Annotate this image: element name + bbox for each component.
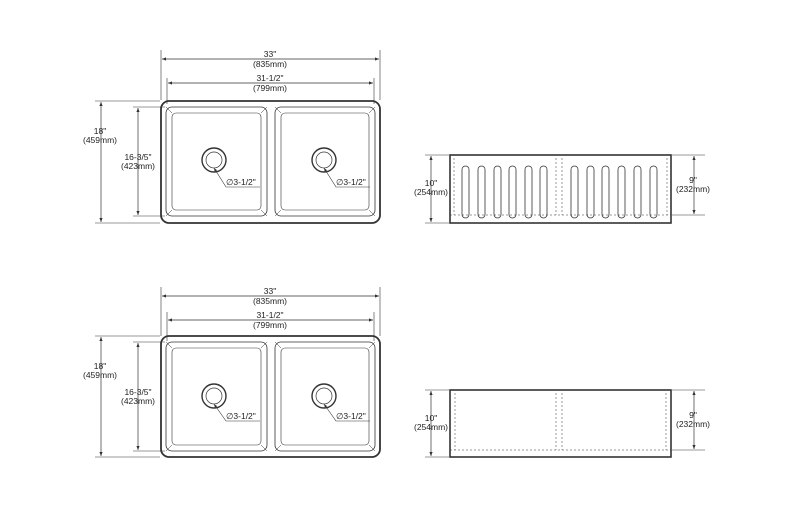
left-drain-label: ∅3-1/2"	[226, 177, 256, 187]
bowl-depth-mm-label: (423mm)	[121, 396, 155, 406]
inner-width-mm-label: (799mm)	[253, 320, 287, 330]
apron-flute	[477, 165, 486, 219]
inner-width-mm-label: (799mm)	[253, 83, 287, 93]
front-height-left-label: 10"	[425, 178, 437, 188]
right-bowl-inner	[280, 347, 370, 446]
inner-width-label: 31-1/2"	[256, 73, 283, 83]
inner-width-label: 31-1/2"	[256, 310, 283, 320]
sink-outline	[160, 335, 381, 458]
overall-depth-mm-label: (459mm)	[83, 135, 117, 145]
sink-outline	[160, 100, 381, 224]
right-drain-icon	[311, 383, 337, 409]
overall-depth-label: 18"	[94, 361, 106, 371]
apron-flute	[649, 165, 658, 219]
apron-flute	[601, 165, 610, 219]
right-drain-leader	[323, 403, 370, 422]
left-drain-label: ∅3-1/2"	[226, 411, 256, 421]
apron-flute	[586, 165, 595, 219]
overall-depth-mm-label: (459mm)	[83, 370, 117, 380]
left-bowl-inner	[171, 112, 262, 211]
right-drain-leader	[323, 167, 370, 188]
front-height-left-label: 10"	[425, 413, 437, 423]
apron-flute	[508, 165, 517, 219]
right-drain-label: ∅3-1/2"	[336, 177, 366, 187]
front-height-left-mm-label: (254mm)	[414, 422, 448, 432]
apron-flute	[524, 165, 533, 219]
apron-flute	[539, 165, 548, 219]
overall-width-mm-label: (835mm)	[253, 296, 287, 306]
bottom-plan-view: 33" (835mm) 31-1/2" (799mm) 18" (459mm) …	[83, 286, 381, 458]
bottom-front-view: 10" (254mm) 9" (232mm)	[414, 389, 710, 458]
right-bowl	[274, 341, 376, 452]
apron-front-outline	[449, 389, 672, 458]
front-height-right-label: 9"	[689, 175, 697, 185]
left-drain-icon	[201, 147, 227, 173]
front-height-right-label: 9"	[689, 410, 697, 420]
left-bowl-inner	[171, 347, 262, 446]
overall-width-mm-label: (835mm)	[253, 59, 287, 69]
bowl-depth-label: 16-3/5"	[124, 387, 151, 397]
right-drain-label: ∅3-1/2"	[336, 411, 366, 421]
right-bowl	[274, 106, 376, 217]
left-bowl	[165, 106, 268, 217]
top-front-view: 10" (254mm) 9" (232mm)	[414, 154, 710, 224]
apron-flute	[617, 165, 626, 219]
overall-width-label: 33"	[264, 49, 276, 59]
bowl-depth-mm-label: (423mm)	[121, 161, 155, 171]
top-plan-view: 33" (835mm) 31-1/2" (799mm) 18" (459mm) …	[83, 49, 381, 224]
right-bowl-inner	[280, 112, 370, 211]
apron-front-outline	[449, 154, 672, 224]
apron-flute	[633, 165, 642, 219]
right-drain-icon	[311, 147, 337, 173]
apron-flute	[570, 165, 579, 219]
left-drain-leader	[213, 403, 260, 422]
front-height-right-mm-label: (232mm)	[676, 184, 710, 194]
front-height-left-mm-label: (254mm)	[414, 187, 448, 197]
apron-flute	[493, 165, 502, 219]
left-bowl	[165, 341, 268, 452]
left-drain-leader	[213, 167, 260, 188]
overall-depth-label: 18"	[94, 126, 106, 136]
bowl-depth-label: 16-3/5"	[124, 152, 151, 162]
left-drain-icon	[201, 383, 227, 409]
overall-width-label: 33"	[264, 286, 276, 296]
front-height-right-mm-label: (232mm)	[676, 419, 710, 429]
apron-flute	[461, 165, 470, 219]
